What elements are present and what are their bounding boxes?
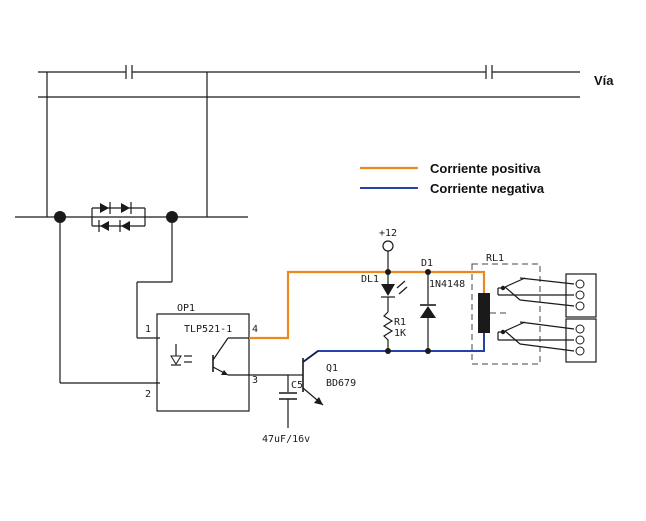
optocoupler-pin-1: 1: [145, 324, 151, 335]
optocoupler-ref: OP1: [177, 303, 195, 314]
resistor-value: 1K: [394, 328, 406, 339]
diode-ref: D1: [421, 258, 433, 269]
transistor-part: BD679: [326, 378, 356, 389]
legend-positive-label: Corriente positiva: [430, 161, 541, 176]
optocoupler-pin-3: 3: [252, 375, 258, 386]
npn-transistor-icon: [302, 350, 324, 406]
led-ref: DL1: [361, 274, 379, 285]
diode-icon: [420, 272, 436, 351]
positive-current-path: [249, 270, 486, 340]
supply-terminal: [382, 240, 394, 252]
junction-right: [166, 211, 178, 223]
track-label: Vía: [594, 73, 614, 88]
terminal-block-icon: [565, 273, 597, 363]
diode-part: 1N4148: [429, 279, 465, 290]
capacitor-value: 47uF/16v: [262, 434, 310, 445]
supply-label: +12: [379, 228, 397, 239]
optocoupler: OP1 TLP521-1 1 2 3 4: [145, 303, 258, 412]
optocoupler-part: TLP521-1: [184, 324, 232, 335]
led-icon: [381, 272, 408, 312]
junction-left: [54, 211, 66, 223]
phototransistor-icon: [212, 337, 249, 376]
relay-ref: RL1: [486, 253, 504, 264]
optocoupler-pin-2: 2: [145, 389, 151, 400]
legend: Corriente positiva Corriente negativa: [360, 161, 545, 196]
opto-led-icon: [170, 344, 192, 366]
bridge-rectifier-icon: [91, 202, 146, 232]
track-rails: [38, 65, 580, 98]
capacitor-icon: [279, 375, 297, 428]
resistor-ref: R1: [394, 317, 406, 328]
capacitor-ref: C5: [291, 380, 303, 391]
resistor-icon: [382, 311, 394, 351]
legend-negative-label: Corriente negativa: [430, 181, 545, 196]
optocoupler-pin-4: 4: [252, 324, 258, 335]
relay-icon: [471, 263, 575, 365]
transistor-ref: Q1: [326, 363, 338, 374]
